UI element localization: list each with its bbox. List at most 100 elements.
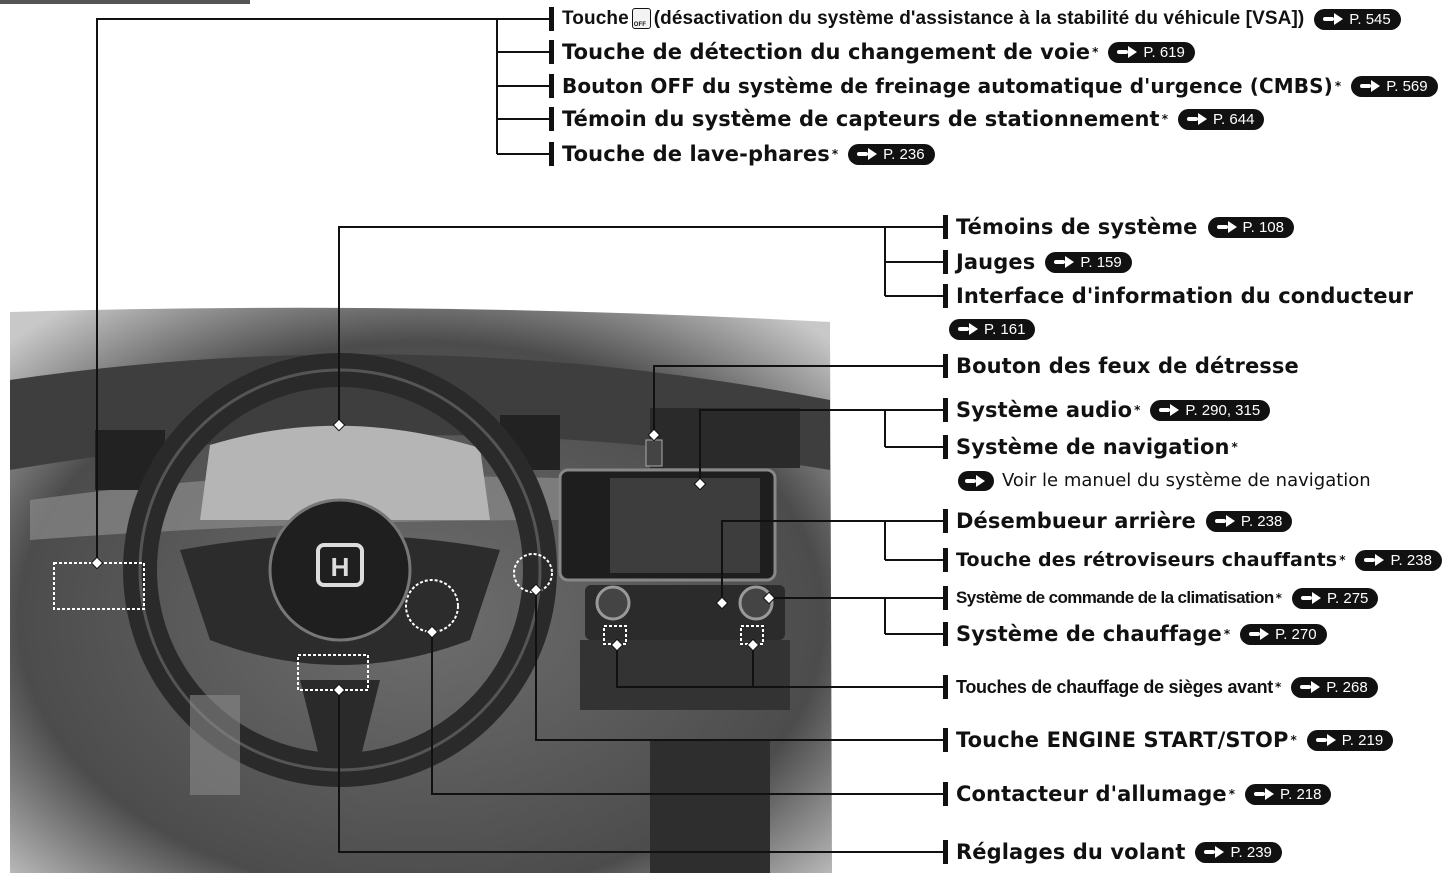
- label-text: Touche ENGINE START/STOP: [956, 728, 1289, 752]
- page-ref-text: P. 270: [1275, 625, 1317, 643]
- navigation-manual-note: Voir le manuel du système de navigation: [958, 470, 1371, 491]
- vsa-off-icon: [631, 8, 651, 30]
- label-text: Touche de lave-phares: [562, 142, 830, 166]
- page-ref-link[interactable]: P. 644: [1177, 108, 1265, 130]
- arrow-icon: [1186, 113, 1207, 125]
- page-ref-text: P. 644: [1212, 110, 1255, 128]
- arrow-icon: [1300, 592, 1321, 604]
- label-heated-mirrors: Touche des rétroviseurs chauffants* P. 2…: [943, 545, 1442, 575]
- label-text: Témoin du système de capteurs de station…: [562, 107, 1160, 131]
- page-ref-text: P. 236: [883, 145, 925, 163]
- label-ignition-switch: Contacteur d'allumage* P. 218: [943, 779, 1332, 809]
- arrow-icon: [958, 323, 978, 335]
- svg-text:H: H: [331, 552, 350, 582]
- label-audio-system: Système audio* P. 290, 315: [943, 395, 1271, 425]
- page-ref-text: P. 238: [1390, 551, 1432, 569]
- optional-star: *: [1339, 553, 1346, 567]
- label-driver-info-ref: P. 161: [949, 314, 1036, 344]
- label-text: Témoins de système: [956, 215, 1198, 239]
- optional-star: *: [1274, 680, 1282, 694]
- page-ref-link[interactable]: P. 161: [949, 318, 1036, 340]
- label-hazard-button: Bouton des feux de détresse: [943, 351, 1299, 381]
- page-ref-link[interactable]: P. 268: [1291, 676, 1378, 698]
- label-rear-defogger: Désembueur arrière P. 238: [943, 506, 1293, 536]
- page-ref-text: P. 569: [1386, 77, 1428, 95]
- label-driver-info-interface: Interface d'information du conducteur: [943, 281, 1413, 311]
- page-ref-text: P. 545: [1349, 10, 1391, 28]
- page-ref-link[interactable]: P. 545: [1314, 8, 1401, 30]
- arrow-icon: [1360, 80, 1381, 92]
- page-ref-link[interactable]: P. 159: [1045, 251, 1132, 273]
- optional-star: *: [1231, 440, 1238, 454]
- optional-star: *: [1092, 45, 1099, 59]
- arrow-icon: [1159, 404, 1180, 416]
- arrow-icon: [1254, 788, 1275, 800]
- arrow-icon: [1364, 554, 1385, 566]
- arrow-icon: [1054, 256, 1075, 268]
- label-text: Bouton OFF du système de freinage automa…: [562, 74, 1333, 98]
- optional-star: *: [831, 147, 839, 161]
- arrow-icon: [1315, 734, 1336, 746]
- page-ref-link[interactable]: P. 238: [1355, 549, 1442, 571]
- arrow-icon: [1323, 13, 1344, 25]
- label-system-indicators: Témoins de système P. 108: [943, 212, 1294, 242]
- arrow-icon: [1216, 221, 1237, 233]
- optional-star: *: [1275, 591, 1282, 605]
- page-ref-link[interactable]: P. 236: [848, 143, 935, 165]
- section-tab: [0, 0, 250, 4]
- page-ref-text: P. 290, 315: [1185, 401, 1261, 419]
- label-steering-adjust: Réglages du volant P. 239: [943, 837, 1282, 867]
- label-text: Bouton des feux de détresse: [956, 354, 1299, 378]
- page-ref-text: P. 275: [1326, 589, 1369, 607]
- page-ref-text: P. 159: [1080, 253, 1122, 271]
- label-text-2: (désactivation du système d'assistance à…: [653, 8, 1305, 29]
- label-vsa-off-button: Touche(désactivation du système d'assist…: [549, 4, 1401, 34]
- label-navigation-system: Système de navigation*: [943, 432, 1238, 462]
- label-lane-watch-button: Touche de détection du changement de voi…: [549, 37, 1195, 67]
- page-ref-text: P. 108: [1242, 218, 1284, 236]
- page-ref-link[interactable]: P. 108: [1207, 216, 1294, 238]
- page-ref-link[interactable]: P. 218: [1245, 783, 1332, 805]
- page-ref-text: P. 161: [984, 320, 1026, 338]
- page-ref-link[interactable]: P. 219: [1306, 729, 1394, 751]
- page-ref-link[interactable]: P. 290, 315: [1150, 399, 1271, 421]
- label-text: Réglages du volant: [956, 840, 1186, 864]
- page-ref-text: P. 218: [1280, 785, 1322, 803]
- label-text: Touche de détection du changement de voi…: [562, 40, 1091, 64]
- label-seat-heater-buttons: Touches de chauffage de sièges avant* P.…: [943, 672, 1378, 702]
- arrow-icon: [1204, 846, 1225, 858]
- label-parking-sensor-indicator: Témoin du système de capteurs de station…: [549, 104, 1265, 134]
- label-headlight-washer-button: Touche de lave-phares* P. 236: [549, 139, 935, 169]
- arrow-icon: [857, 148, 878, 160]
- page-ref-link[interactable]: P. 270: [1240, 623, 1327, 645]
- arrow-icon: [1249, 628, 1270, 640]
- page-ref-text: P. 239: [1230, 843, 1272, 861]
- label-text: Jauges: [956, 250, 1036, 274]
- label-text: Système de chauffage: [956, 622, 1222, 646]
- page-ref-link[interactable]: P. 569: [1351, 75, 1438, 97]
- optional-star: *: [1290, 733, 1297, 747]
- page-ref-text: P. 268: [1326, 678, 1368, 696]
- label-heating-system: Système de chauffage* P. 270: [943, 619, 1327, 649]
- optional-star: *: [1228, 787, 1236, 801]
- label-text: Désembueur arrière: [956, 509, 1196, 533]
- label-text: Interface d'information du conducteur: [956, 284, 1414, 308]
- arrow-icon: [1117, 46, 1138, 58]
- page-ref-text: P. 619: [1143, 43, 1185, 61]
- optional-star: *: [1134, 403, 1141, 417]
- label-climate-control: Système de commande de la climatisation*…: [943, 583, 1379, 613]
- page-ref-link[interactable]: P. 239: [1195, 841, 1282, 863]
- label-text: Touches de chauffage de sièges avant: [956, 676, 1273, 697]
- optional-star: *: [1223, 627, 1231, 641]
- arrow-icon: [1214, 515, 1235, 527]
- arrow-icon: [1300, 681, 1321, 693]
- label-text: Système audio: [956, 398, 1133, 422]
- page-ref-link[interactable]: P. 238: [1205, 510, 1293, 532]
- label-text: Touche des rétroviseurs chauffants: [956, 549, 1338, 571]
- page-ref-link[interactable]: P. 619: [1108, 41, 1195, 63]
- page-ref-link[interactable]: P. 275: [1291, 587, 1379, 609]
- label-text: Contacteur d'allumage: [956, 782, 1227, 806]
- page-ref-text: P. 238: [1240, 512, 1283, 530]
- ref-arrow-icon[interactable]: [958, 470, 994, 491]
- optional-star: *: [1334, 79, 1342, 93]
